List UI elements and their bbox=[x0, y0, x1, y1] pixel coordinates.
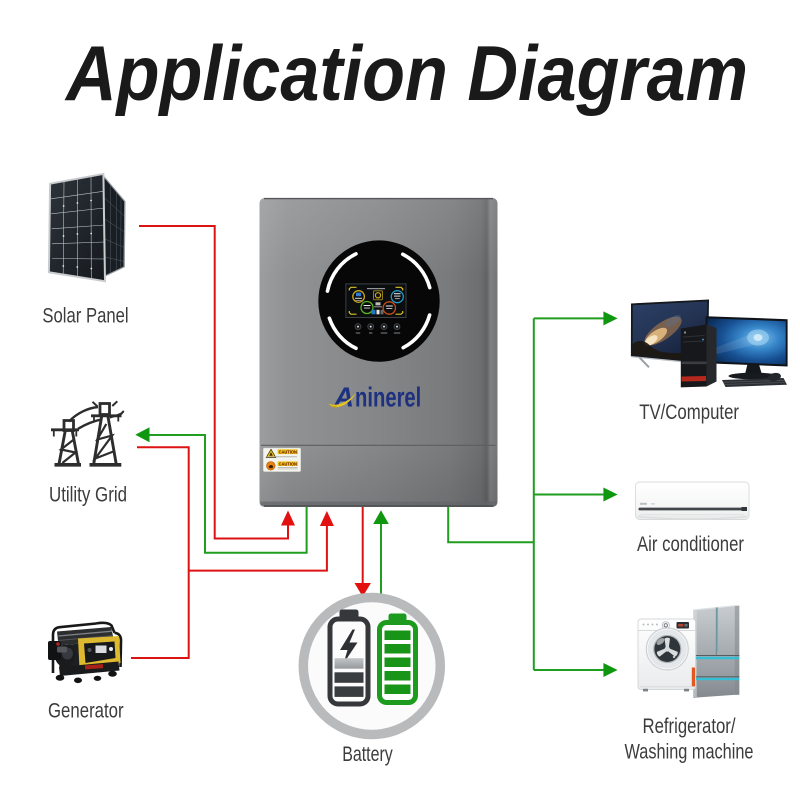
svg-text:Application Diagram: Application Diagram bbox=[64, 29, 748, 117]
svg-text:Washing machine: Washing machine bbox=[625, 741, 754, 764]
svg-text:Generator: Generator bbox=[48, 700, 124, 723]
svg-text:Refrigerator/: Refrigerator/ bbox=[643, 715, 736, 738]
svg-text:ninerel: ninerel bbox=[355, 382, 421, 413]
svg-text:A: A bbox=[333, 382, 354, 413]
svg-text:Solar Panel: Solar Panel bbox=[42, 305, 128, 328]
svg-text:Air conditioner: Air conditioner bbox=[637, 533, 744, 556]
svg-text:CAUTION: CAUTION bbox=[279, 462, 297, 467]
svg-text:TV/Computer: TV/Computer bbox=[639, 401, 739, 424]
svg-text:Battery: Battery bbox=[342, 743, 393, 766]
svg-text:CAUTION: CAUTION bbox=[279, 450, 297, 455]
svg-text:Utility Grid: Utility Grid bbox=[49, 484, 127, 507]
